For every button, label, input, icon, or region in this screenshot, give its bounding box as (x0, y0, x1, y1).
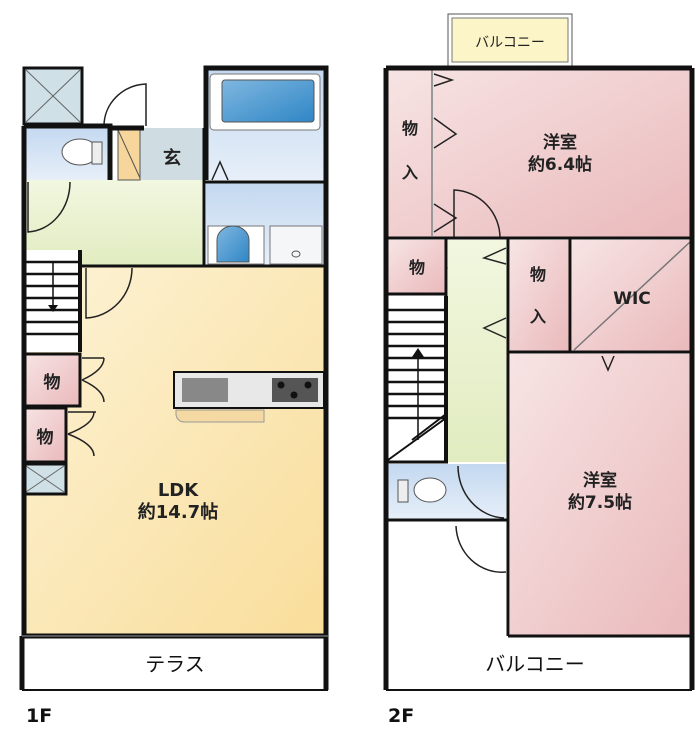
genkan-label: 玄 (163, 147, 181, 169)
floor-label-1f: 1F (26, 705, 52, 727)
closet-1-label-top: 物 (402, 119, 418, 138)
western-room-2-label: 洋室 (583, 470, 617, 491)
stairs-1f (24, 250, 80, 352)
stairs-up-arrow-icon (412, 348, 424, 357)
storage-2f-label: 物 (409, 258, 425, 277)
floor-label-2f: 2F (388, 705, 414, 727)
stairs-2f (388, 296, 446, 462)
hall-2f (448, 240, 508, 462)
room2-area-door-icon (455, 525, 507, 573)
balcony-bottom (388, 636, 692, 690)
balcony-bottom-label: バルコニー (485, 652, 585, 676)
balcony-top-label: バルコニー (475, 35, 545, 51)
front-door-icon (103, 83, 147, 127)
kitchen-bar (175, 409, 265, 423)
sink-icon (216, 225, 250, 263)
stove-icon (272, 378, 318, 402)
closet-1-label-bottom: 入 (402, 163, 418, 182)
room1-door-icon (453, 189, 501, 239)
wic-label: WIC (613, 289, 651, 309)
western-room-2 (510, 354, 692, 636)
floor-2f: 洋室 約6.4帖 物 入 物 物 入 WIC 洋室 約7.5帖 バルコニー バル… (383, 13, 695, 727)
western-room-1-label: 洋室 (543, 132, 577, 153)
storage-1f-a-label: 物 (44, 372, 61, 393)
western-room-2-size: 約7.5帖 (568, 492, 632, 513)
genkan-area (140, 128, 204, 180)
washer-pan (269, 225, 323, 265)
storage-2f (388, 240, 446, 294)
balcony-top-inner (451, 17, 569, 63)
kitchen-sink-icon (182, 378, 228, 402)
stairs-down-arrow-icon (48, 305, 58, 312)
closet-2-label-bottom: 入 (530, 307, 546, 326)
toilet-icon-2f (413, 477, 447, 503)
terrace-area (22, 636, 326, 688)
ldk-door-icon (85, 267, 133, 319)
floor-1f: 玄 物 物 LDK 約14.7帖 テラス 1F (19, 65, 329, 727)
toilet-door-icon (27, 181, 71, 233)
ldk-size: 約14.7帖 (138, 501, 218, 523)
ldk-label: LDK (158, 480, 199, 501)
closet-2-label-top: 物 (530, 265, 546, 284)
western-room-1-size: 約6.4帖 (528, 154, 592, 175)
terrace-label: テラス (145, 652, 205, 676)
closet-2f-b (510, 240, 570, 352)
storage-1f-b-label: 物 (37, 427, 54, 448)
bathtub-icon (221, 79, 315, 123)
western-room-1 (386, 68, 692, 238)
